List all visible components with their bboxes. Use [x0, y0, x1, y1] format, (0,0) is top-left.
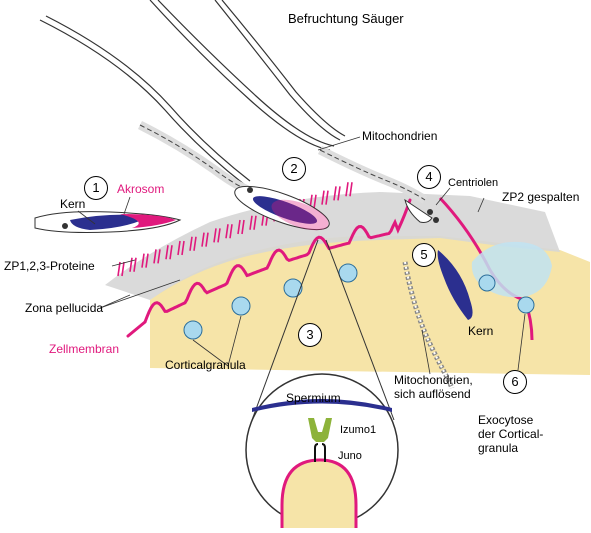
cortical-granule — [231, 296, 251, 316]
label-zona: Zona pellucida — [25, 301, 104, 315]
cortical-granule — [283, 278, 303, 298]
label-kern-top: Kern — [60, 197, 86, 211]
label-spermium: Spermium — [286, 391, 341, 405]
step-6-marker: 6 — [503, 370, 527, 394]
zp-protein-marker — [345, 182, 353, 197]
label-akrosom: Akrosom — [117, 182, 165, 196]
zp-protein-markers — [117, 182, 353, 277]
step-1-marker: 1 — [84, 176, 108, 200]
label-mito-line1: Mitochondrien, — [394, 373, 473, 387]
zp-protein-marker — [141, 253, 149, 268]
membrane-end-segment — [126, 320, 147, 338]
izumo-protein — [308, 418, 332, 442]
sperm-1-head — [34, 211, 182, 233]
sperm-2-head — [234, 185, 330, 231]
juno-protein — [314, 443, 326, 462]
diagram-title: Befruchtung Säuger — [288, 11, 404, 26]
zona-pellucida-band — [105, 192, 560, 300]
step-3-marker: 3 — [298, 323, 322, 347]
cortical-granule — [338, 263, 358, 283]
sperm-4-head — [404, 198, 439, 223]
label-zellmembran: Zellmembran — [49, 342, 120, 356]
leader-lines — [77, 136, 526, 375]
sperm-tails — [39, 0, 346, 186]
label-mito-line2: sich auflösend — [394, 387, 471, 401]
zp-protein-marker — [321, 190, 329, 205]
label-zp-proteine: ZP1,2,3-Proteine — [4, 259, 95, 273]
label-corticalgranula: Corticalgranula — [165, 358, 246, 372]
zoom-egg-membrane — [280, 458, 358, 528]
step-2-marker: 2 — [282, 157, 306, 181]
zp-protein-marker — [213, 228, 221, 243]
zp-protein-marker — [237, 219, 245, 235]
zoom-egg — [282, 460, 356, 528]
zp-protein-marker — [225, 224, 233, 239]
zp-protein-marker — [153, 249, 161, 264]
label-juno: Juno — [338, 450, 362, 462]
sperm-midpiece-mitochondria — [137, 120, 428, 204]
cortical-granule — [517, 296, 535, 314]
label-kern-right: Kern — [468, 324, 494, 338]
zp-protein-marker — [177, 240, 185, 256]
dissolving-mitochondria-inner — [404, 261, 453, 389]
label-zp2: ZP2 gespalten — [502, 190, 580, 204]
zp-protein-marker — [165, 245, 173, 260]
cortical-granule — [478, 274, 496, 292]
zp-protein-marker — [189, 236, 197, 251]
sperm-nucleus-in-egg — [437, 250, 473, 320]
zp-protein-marker — [201, 232, 209, 247]
label-exo-line3: granula — [478, 441, 519, 455]
zoom-guide-left — [251, 239, 319, 421]
zoom-guide-right — [325, 239, 395, 421]
zp-protein-marker — [129, 257, 137, 272]
zp-protein-marker — [249, 215, 257, 230]
step-5-marker: 5 — [412, 243, 436, 267]
label-izumo: Izumo1 — [340, 424, 377, 436]
label-exo-line1: Exocytose — [478, 413, 534, 427]
label-centriolen: Centriolen — [448, 177, 499, 189]
cortical-granule — [183, 320, 203, 340]
label-mitochondrien: Mitochondrien — [362, 129, 438, 143]
step-4-marker: 4 — [417, 165, 441, 189]
egg-cell-membrane — [143, 198, 412, 324]
label-exo-line2: der Cortical- — [478, 427, 544, 441]
zoom-sperm-membrane — [252, 399, 392, 412]
zp-protein-marker — [333, 186, 341, 201]
